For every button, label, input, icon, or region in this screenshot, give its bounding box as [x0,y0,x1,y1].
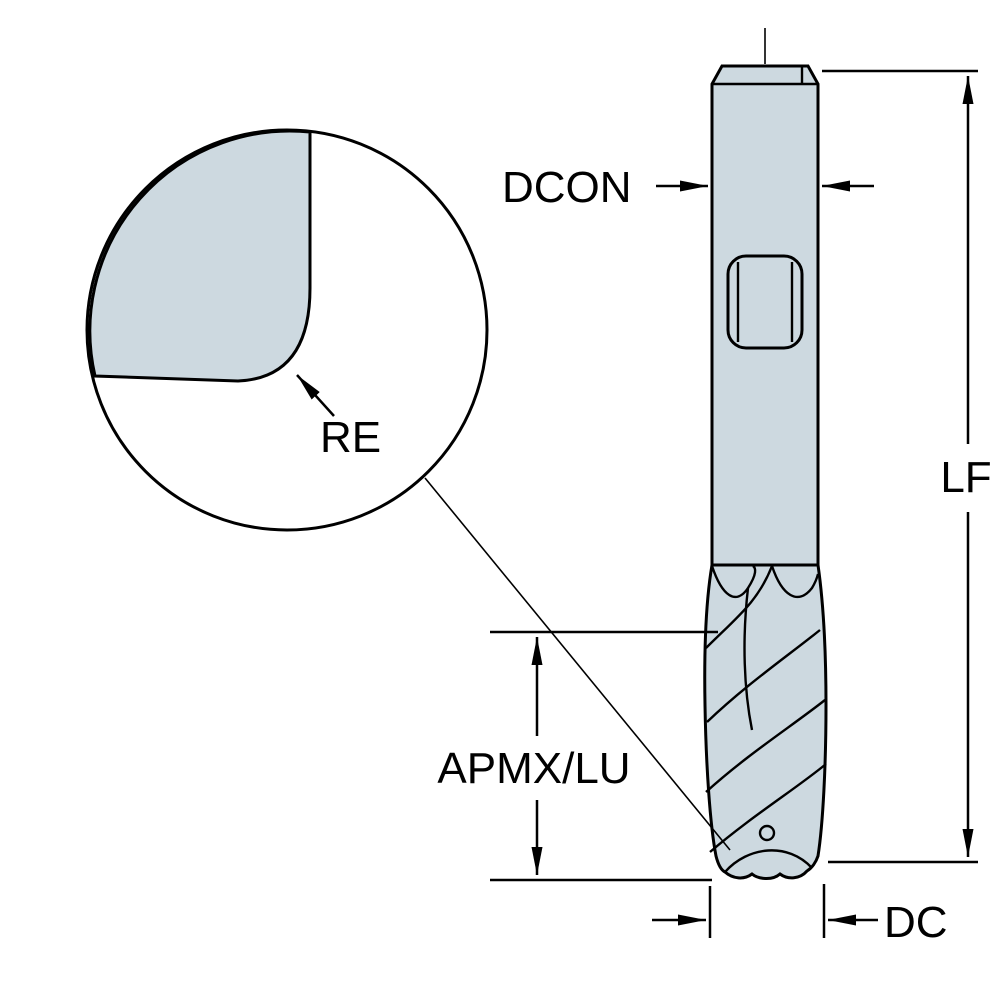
flute-web-line [743,587,754,731]
label-dcon: DCON [502,163,632,212]
flute-spiral-3 [705,699,826,793]
flute-spiral-4 [709,763,827,853]
end-teeth-curve [724,849,813,873]
flute-spiral-2 [706,629,821,723]
detail-leader-line [424,477,731,851]
label-lf: LF [940,453,991,502]
detail-view: RE [85,128,731,851]
weldon-flat [726,254,804,350]
flute-runout-right [770,565,820,599]
tool-drawing [703,28,828,880]
label-apmx-lu: APMX/LU [437,744,630,793]
tool-flutes [703,563,828,880]
label-re: RE [320,413,381,462]
re-arrow [296,374,335,417]
end-center-hole [758,824,776,842]
label-dc: DC [884,898,948,947]
dimensions: DCON LF APMX/LU DC [437,69,992,947]
detail-corner-shape [88,129,312,383]
